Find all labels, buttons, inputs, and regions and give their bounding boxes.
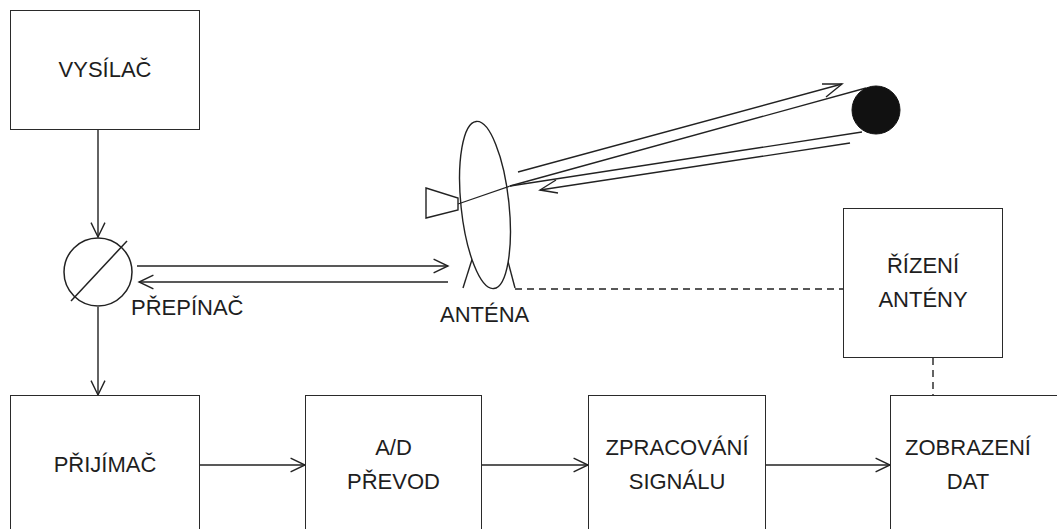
target <box>852 86 900 134</box>
signal-arrow <box>482 458 588 472</box>
signal-processing-box: ZPRACOVÁNÍ SIGNÁLU <box>588 395 766 529</box>
echo-arrow <box>540 143 850 190</box>
signal-arrow <box>139 275 448 289</box>
beam-arrow <box>518 84 842 172</box>
transmitter-box: VYSÍLAČ <box>10 10 200 130</box>
node-label: PŘIJÍMAČ <box>20 448 190 482</box>
antenna-control-box: ŘÍZENÍ ANTÉNY <box>843 208 1003 358</box>
signal-arrow <box>766 458 890 472</box>
node-label: ZOBRAZENÍ DAT <box>893 431 1043 499</box>
arrow-head <box>822 84 842 97</box>
arrow-head <box>540 180 558 193</box>
antenna: ANTÉNA <box>450 120 525 290</box>
ad-converter-box: A/D PŘEVOD <box>305 395 482 529</box>
node-label: ANTÉNA <box>440 298 529 332</box>
node-label: ZPRACOVÁNÍ SIGNÁLU <box>602 431 752 499</box>
display-box: ZOBRAZENÍ DAT <box>890 395 1057 529</box>
switch-symbol: PŘEPÍNAČ <box>63 237 133 307</box>
signal-arrow <box>91 307 105 395</box>
signal-arrow <box>200 458 305 472</box>
control-link <box>933 358 934 395</box>
node-label: ŘÍZENÍ ANTÉNY <box>863 249 983 317</box>
beam-line <box>510 88 866 186</box>
beam-line <box>510 132 862 186</box>
node-label: PŘEPÍNAČ <box>131 291 243 325</box>
node-label: A/D PŘEVOD <box>339 431 449 499</box>
signal-arrow <box>91 130 105 237</box>
receiver-box: PŘIJÍMAČ <box>10 395 200 529</box>
antenna-drawing <box>450 120 525 290</box>
node-label: VYSÍLAČ <box>20 53 190 87</box>
signal-arrow <box>137 259 448 273</box>
switch-symbol-drawing <box>63 237 133 307</box>
control-link <box>515 289 843 290</box>
